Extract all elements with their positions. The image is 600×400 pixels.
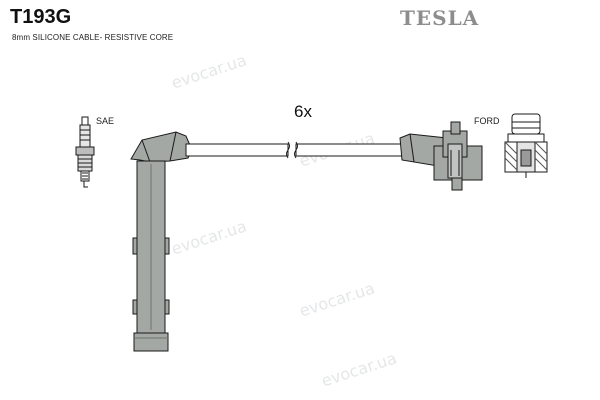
- ford-terminal-icon: [504, 113, 548, 178]
- brand-logo: TESLA: [400, 6, 480, 30]
- part-number-title: T193G: [10, 6, 72, 28]
- coil-boot-icon: [399, 121, 483, 191]
- spark-plug-icon: [75, 116, 95, 188]
- ford-label: FORD: [474, 116, 500, 126]
- cable-description: 8mm SILICONE CABLE- RESISTIVE CORE: [12, 33, 174, 42]
- sae-label: SAE: [96, 116, 115, 126]
- ignition-cable: [185, 141, 403, 159]
- quantity-label: 6x: [294, 102, 312, 121]
- spark-plug-boot-icon: [130, 131, 193, 352]
